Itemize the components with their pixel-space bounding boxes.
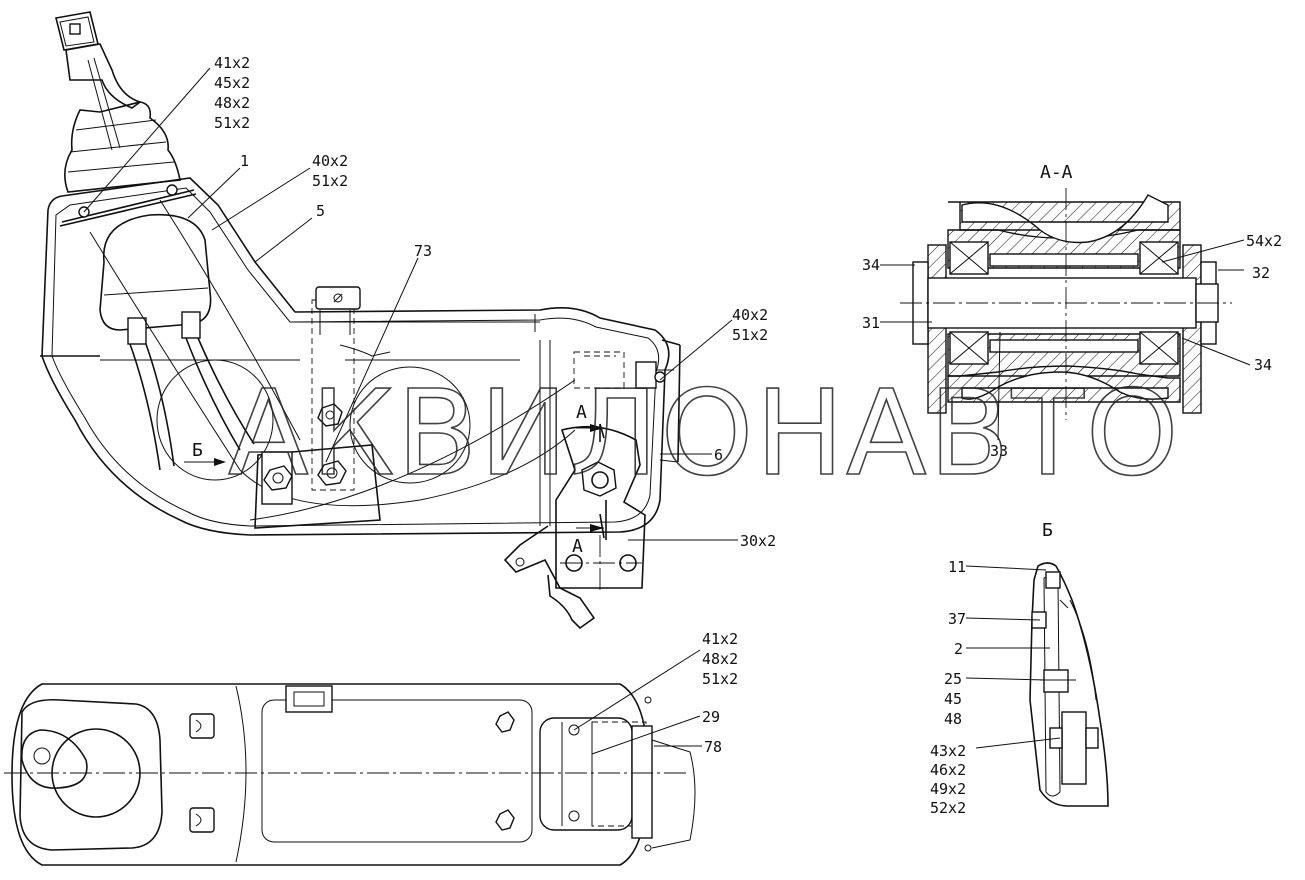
callout-25-45-48-line3: 48 — [944, 710, 962, 728]
callout-41-45-48-51-line4: 51х2 — [214, 114, 250, 132]
housing-inner-outline — [51, 187, 660, 527]
callout-41-48-51-line2: 48х2 — [702, 650, 738, 668]
view-b-label: Б — [1042, 520, 1053, 541]
callout-25-45-48-line1: 25 — [944, 670, 962, 688]
callout-41-45-48-51-line2: 45х2 — [214, 74, 250, 92]
callout-41-48-51-line1: 41х2 — [702, 630, 738, 648]
callout-73: 73 — [414, 242, 432, 260]
center-bracket — [254, 286, 391, 529]
callout-29: 29 — [702, 708, 720, 726]
callout-43-46-49-52-line4: 52х2 — [930, 799, 966, 817]
side-view-assembly — [40, 11, 681, 630]
callout-labels: 41х2 45х2 48х2 51х2 1 40х2 51х2 5 73 40х… — [214, 54, 1282, 817]
callout-41-45-48-51-line3: 48х2 — [214, 94, 250, 112]
plan-view — [4, 683, 696, 866]
view-b-detail — [1029, 562, 1109, 807]
callout-43-46-49-52-line1: 43х2 — [930, 742, 966, 760]
callout-2: 2 — [954, 640, 963, 658]
callout-41-45-48-51-line1: 41х2 — [214, 54, 250, 72]
section-aa-label: А-А — [1040, 162, 1073, 183]
callout-30: 30х2 — [740, 532, 776, 550]
callout-34-right: 34 — [1254, 356, 1272, 374]
callout-54: 54х2 — [1246, 232, 1282, 250]
cut-a-bottom-label: А — [572, 536, 583, 557]
callout-40-51-top-line1: 40х2 — [312, 152, 348, 170]
cut-marks — [184, 423, 605, 539]
callout-40-51-right-line2: 51х2 — [732, 326, 768, 344]
callout-32: 32 — [1252, 264, 1270, 282]
view-labels: А-А Б Б А А — [192, 162, 1073, 557]
callout-43-46-49-52-line2: 46х2 — [930, 761, 966, 779]
arrow-b-label: Б — [192, 440, 203, 461]
housing-outline — [41, 177, 670, 536]
callout-1: 1 — [240, 152, 249, 170]
section-a-a — [900, 188, 1232, 420]
callout-33: 33 — [990, 442, 1008, 460]
callout-11: 11 — [948, 558, 966, 576]
callout-78: 78 — [704, 738, 722, 756]
callout-6: 6 — [714, 446, 723, 464]
mounting-bracket — [503, 424, 646, 630]
callout-40-51-right-line1: 40х2 — [732, 306, 768, 324]
callout-34-left: 34 — [862, 256, 880, 274]
leader-lines — [83, 67, 1251, 755]
callout-41-48-51-line3: 51х2 — [702, 670, 738, 688]
upper-actuator — [99, 213, 212, 331]
callout-5: 5 — [316, 202, 325, 220]
callout-43-46-49-52-line3: 49х2 — [930, 780, 966, 798]
watermark-text: АКВИЛОНАВТО — [228, 364, 1181, 502]
callout-25-45-48-line2: 45 — [944, 690, 962, 708]
callout-31: 31 — [862, 314, 880, 332]
callout-37: 37 — [948, 610, 966, 628]
cut-a-top-label: А — [576, 402, 587, 423]
joystick-lever — [55, 11, 181, 193]
callout-40-51-top-line2: 51х2 — [312, 172, 348, 190]
